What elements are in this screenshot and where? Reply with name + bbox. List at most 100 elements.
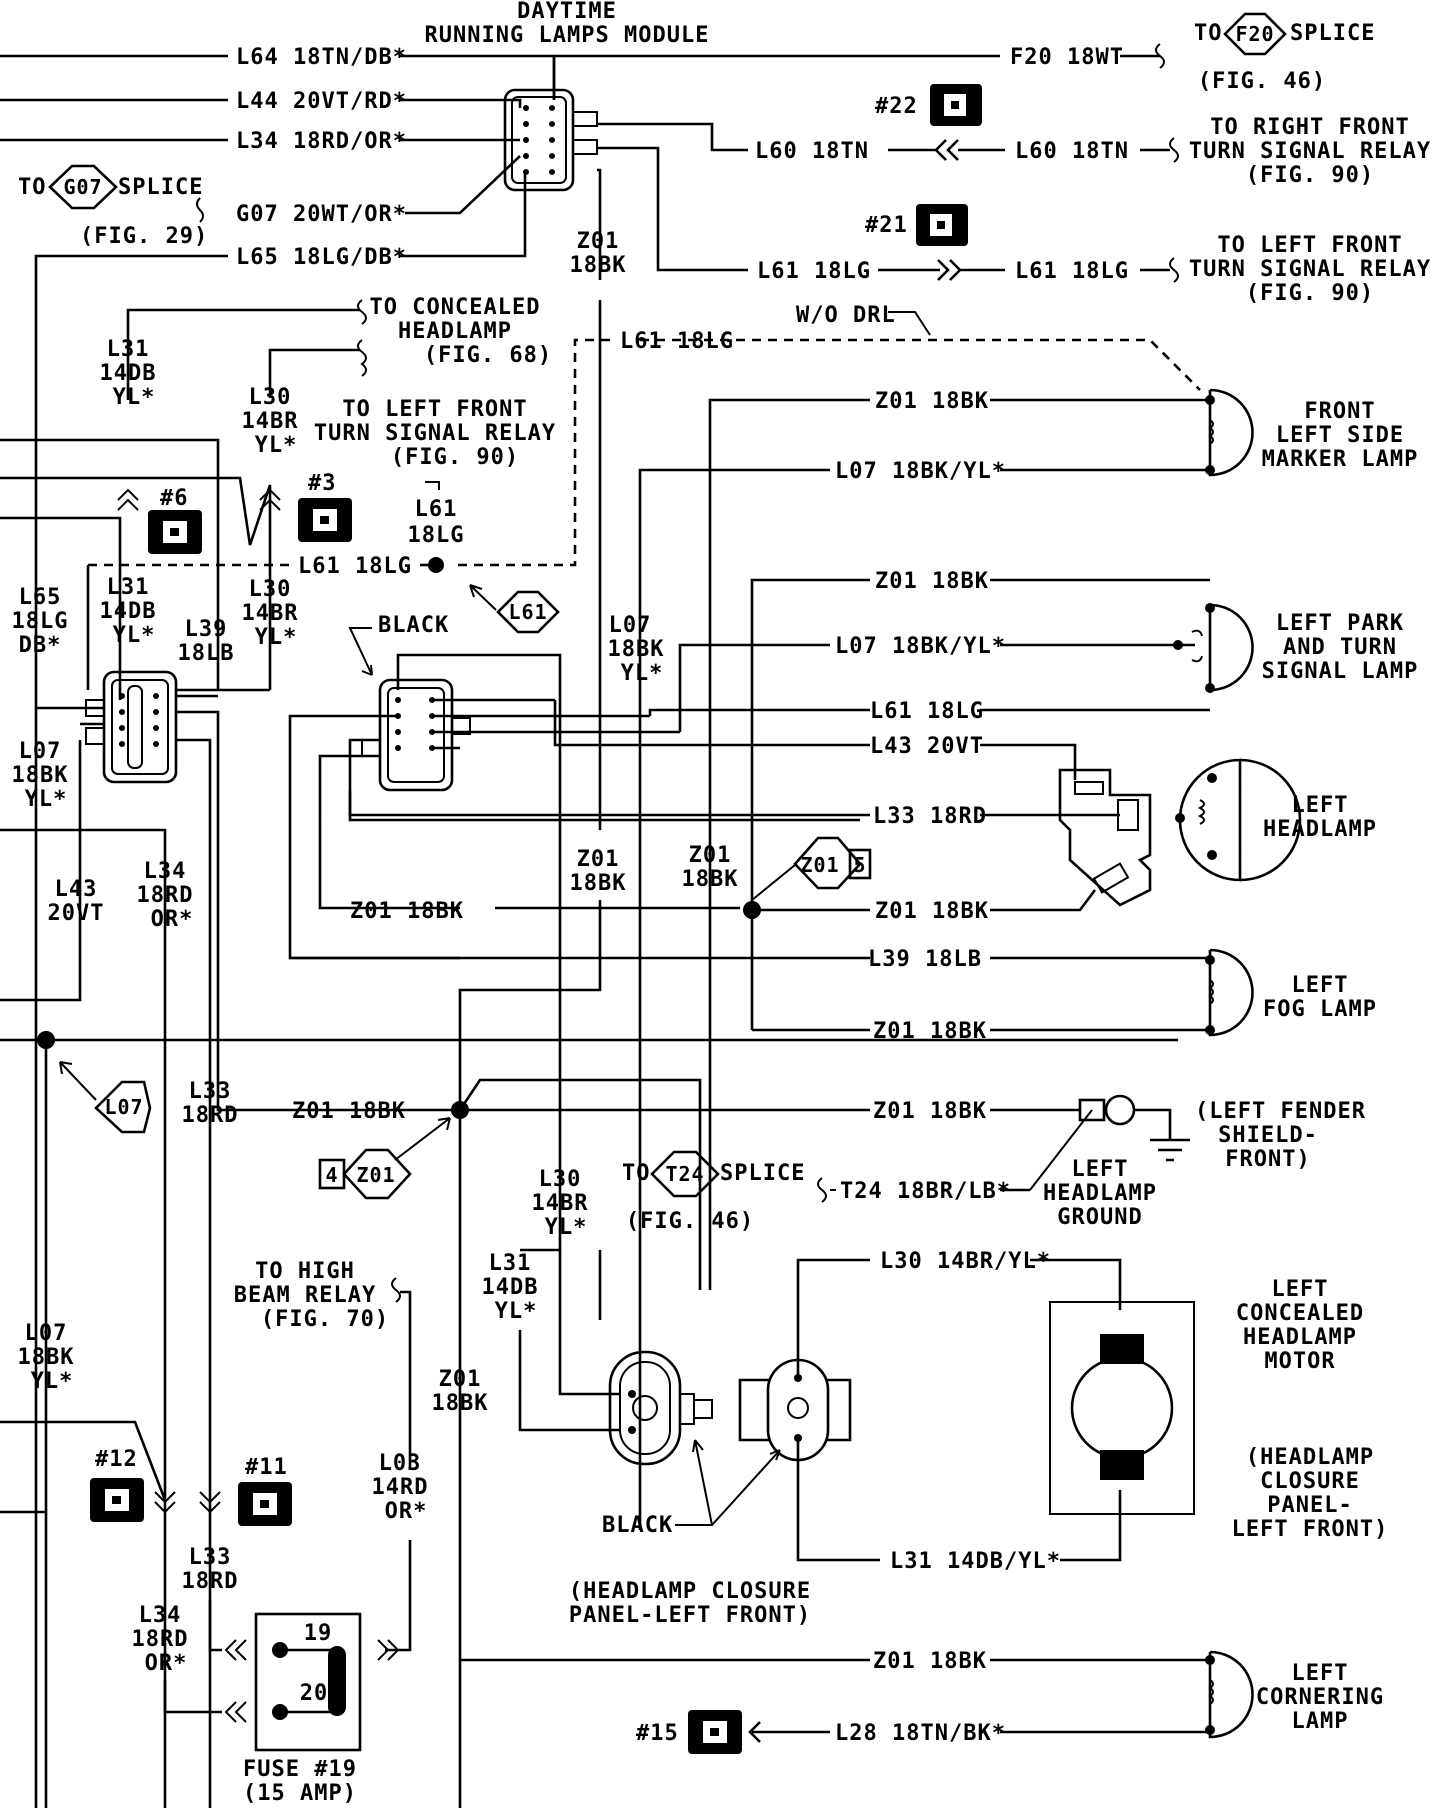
wire-l61-dashed: L61 18LG [620,329,734,354]
left-headlamp [1175,758,1302,882]
z01-d2: 18BK [682,867,739,892]
z01-right-tag: Z01 [800,853,839,877]
f20-tag: F20 [1235,22,1274,46]
g07-to: TO [18,175,47,200]
connector-block-mid [361,678,471,792]
conc-2: HEADLAMP [398,319,512,344]
headlamp-motor [1049,1301,1195,1515]
gnd-2: SHIELD- [1218,1123,1318,1148]
wire-l61-park: L61 18LG [870,699,984,724]
l34-a2: 18RD [137,883,194,908]
l61-v2: 18LG [408,523,465,548]
marker-1: FRONT [1304,399,1375,424]
corner-2: CORNERING [1256,1685,1384,1710]
lf-turn-2: TURN SIGNAL RELAY [1189,257,1431,282]
l39-2: 18LB [178,641,235,666]
rf-turn-2: TURN SIGNAL RELAY [1189,139,1431,164]
l61-splice-tag [496,590,560,634]
z01-right-num: 5 [853,853,866,877]
f20-splice: SPLICE [1290,21,1375,46]
headlamp-connector [1058,768,1152,907]
wire-l64: L64 18TN/DB* [236,45,407,70]
wire-z01-corner: Z01 18BK [873,1649,987,1674]
l30-b2: 14BR [242,601,299,626]
g07-splice-tag [48,164,118,210]
l07-b3: YL* [621,661,664,686]
l31-c3: YL* [495,1299,538,1324]
l61-v1: L61 [415,497,458,522]
l34-a3: OR* [151,907,194,932]
l31-c2: 14DB [482,1275,539,1300]
z01-c2: 18BK [570,871,627,896]
l30-a2: 14BR [242,409,299,434]
wire-l39: L39 18LB [868,947,982,972]
l34-a1: L34 [144,859,187,884]
connector-22-label: #22 [875,94,918,119]
closure-connector-left [608,1350,713,1466]
lf-turn-3: (FIG. 90) [1246,281,1374,306]
t24-tag: T24 [665,1162,704,1186]
l31-a3: YL* [113,385,156,410]
l43-2: 20VT [48,901,105,926]
t24-fig: (FIG. 46) [626,1209,754,1234]
lf-turn-1: TO LEFT FRONT [1217,233,1402,258]
l07-splice-tag [94,1080,152,1134]
z01-left-tag: Z01 [356,1163,395,1187]
t24-to: TO [622,1161,651,1186]
l31-c1: L31 [489,1251,532,1276]
wire-l43: L43 20VT [870,734,984,759]
l03-2: 14RD [372,1475,429,1500]
hb-1: TO HIGH [255,1259,355,1284]
l31-b3: YL* [113,623,156,648]
z01-c1: Z01 [577,847,620,872]
wire-l60-right: L60 18TN [1015,139,1129,164]
l34-b1: L34 [139,1603,182,1628]
lf-turn-b3: (FIG. 90) [391,445,519,470]
corner-3: LAMP [1292,1709,1349,1734]
l30-b1: L30 [249,577,292,602]
panel-3: PANEL- [1267,1493,1352,1518]
l65-1: L65 [19,585,62,610]
park-1: LEFT PARK [1276,611,1404,636]
marker-3: MARKER LAMP [1262,447,1419,472]
wire-g07: G07 20WT/OR* [236,202,407,227]
f20-to: TO [1194,21,1223,46]
module-title-1: DAYTIME [517,0,617,24]
l65-3: DB* [19,633,62,658]
z01-e1: Z01 [439,1367,482,1392]
drl-module [503,88,598,192]
marker-2: LEFT SIDE [1276,423,1404,448]
wire-f20: F20 18WT [1010,45,1124,70]
conc-1: TO CONCEALED [370,295,541,320]
corner-1: LEFT [1292,1661,1349,1686]
wire-z01-ground: Z01 18BK [873,1099,987,1124]
l07-c3: YL* [31,1369,74,1394]
l30-c3: YL* [545,1215,588,1240]
rf-turn-1: TO RIGHT FRONT [1210,115,1409,140]
fog-lamp [1205,948,1254,1037]
f20-fig: (FIG. 46) [1198,69,1326,94]
marker-lamp [1205,388,1254,477]
fog-1: LEFT [1292,973,1349,998]
fuse-label-2: (15 AMP) [243,1781,357,1806]
l33-a1: L33 [189,1079,232,1104]
wire-l30-motor: L30 14BR/YL* [880,1249,1051,1274]
z01-d1: Z01 [689,843,732,868]
wo-drl: W/O DRL [796,303,896,328]
l03-1: L03 [379,1451,422,1476]
t24-splice-tag [650,1150,720,1198]
l33-b1: L33 [189,1545,232,1570]
panel-4: LEFT FRONT) [1232,1517,1389,1542]
l07-b2: 18BK [608,637,665,662]
l07-a2: 18BK [12,763,69,788]
hb-2: BEAM RELAY [234,1283,376,1308]
connector-12-label: #12 [95,1447,138,1472]
wire-l34: L34 18RD/OR* [236,129,407,154]
fuse-label-1: FUSE #19 [243,1757,357,1782]
z01-right-splice-tag [793,836,862,890]
t24-splice: SPLICE [720,1161,805,1186]
l07-c1: L07 [25,1321,68,1346]
closure-2: PANEL-LEFT FRONT) [569,1603,811,1628]
wire-z01-mid-left: Z01 18BK [350,899,464,924]
